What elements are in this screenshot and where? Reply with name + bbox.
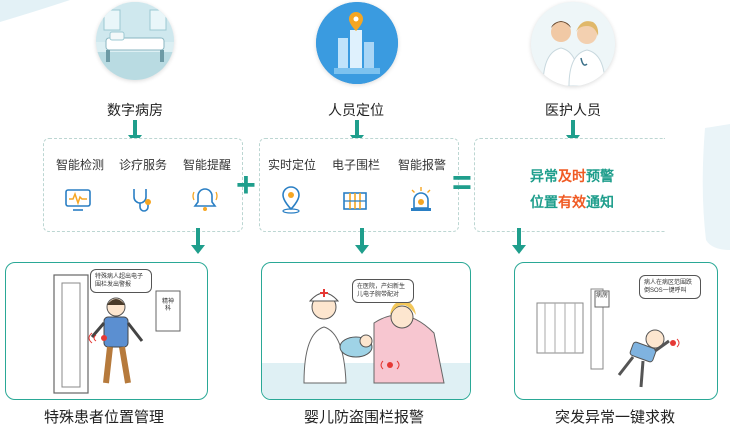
result-line-1: 异常及时预警	[530, 168, 614, 184]
feature-box-location	[259, 138, 459, 232]
location-image	[316, 2, 398, 84]
arrow-down-icon	[512, 228, 526, 254]
scene-panel-sos: 病房 病人在病区范围跌倒SOS一键呼叫	[514, 262, 718, 400]
scene-panel-infant: 在医院，产妇新生儿电子腕带配对	[261, 262, 471, 400]
feature-label: 诊疗服务	[118, 158, 167, 172]
group-title-location: 人员定位	[328, 102, 384, 118]
fence-icon	[343, 192, 367, 210]
scene-caption: 婴儿防盗围栏报警	[303, 409, 424, 426]
medical-staff-image	[531, 2, 615, 86]
feature-label: 电子围栏	[331, 158, 380, 172]
speech-bubble: 特殊病人超出电子围栏发出警报	[90, 269, 152, 293]
infant-illustration	[262, 289, 470, 399]
scene-panel-patient: 特殊病人超出电子围栏发出警报 精神科	[5, 262, 208, 400]
arrow-down-icon	[566, 120, 580, 144]
bell-icon	[192, 188, 218, 211]
sos-illustration	[536, 288, 680, 388]
result-box	[474, 138, 665, 232]
monitor-icon	[65, 189, 91, 211]
patient-illustration	[53, 274, 181, 394]
feature-box-ward	[43, 138, 243, 232]
feature-label: 实时定位	[267, 158, 316, 172]
ward-image	[96, 2, 174, 80]
arrow-down-icon	[350, 120, 364, 144]
arrow-down-icon	[191, 228, 205, 254]
feature-label: 智能报警	[397, 158, 446, 172]
group-title-staff: 医护人员	[545, 102, 601, 118]
feature-label: 智能提醒	[182, 158, 231, 172]
feature-label: 智能检测	[55, 158, 104, 172]
group-title-ward: 数字病房	[107, 102, 163, 118]
stethoscope-icon	[133, 189, 151, 212]
speech-bubble: 病人在病区范围跌倒SOS一键呼叫	[639, 275, 701, 299]
ward-sign: 病房	[595, 293, 608, 299]
arrow-down-icon	[128, 120, 142, 144]
department-sign: 精神科	[161, 299, 174, 312]
speech-bubble: 在医院，产妇新生儿电子腕带配对	[352, 279, 414, 303]
plus-icon: +	[236, 166, 256, 204]
arrow-down-icon	[355, 228, 369, 254]
result-line-2: 位置有效通知	[530, 194, 614, 210]
scene-caption: 突发异常一键求救	[554, 409, 675, 426]
alarm-icon	[411, 187, 431, 211]
scene-caption: 特殊患者位置管理	[43, 409, 164, 426]
location-pin-icon	[282, 186, 300, 214]
equals-icon: =	[452, 164, 472, 202]
